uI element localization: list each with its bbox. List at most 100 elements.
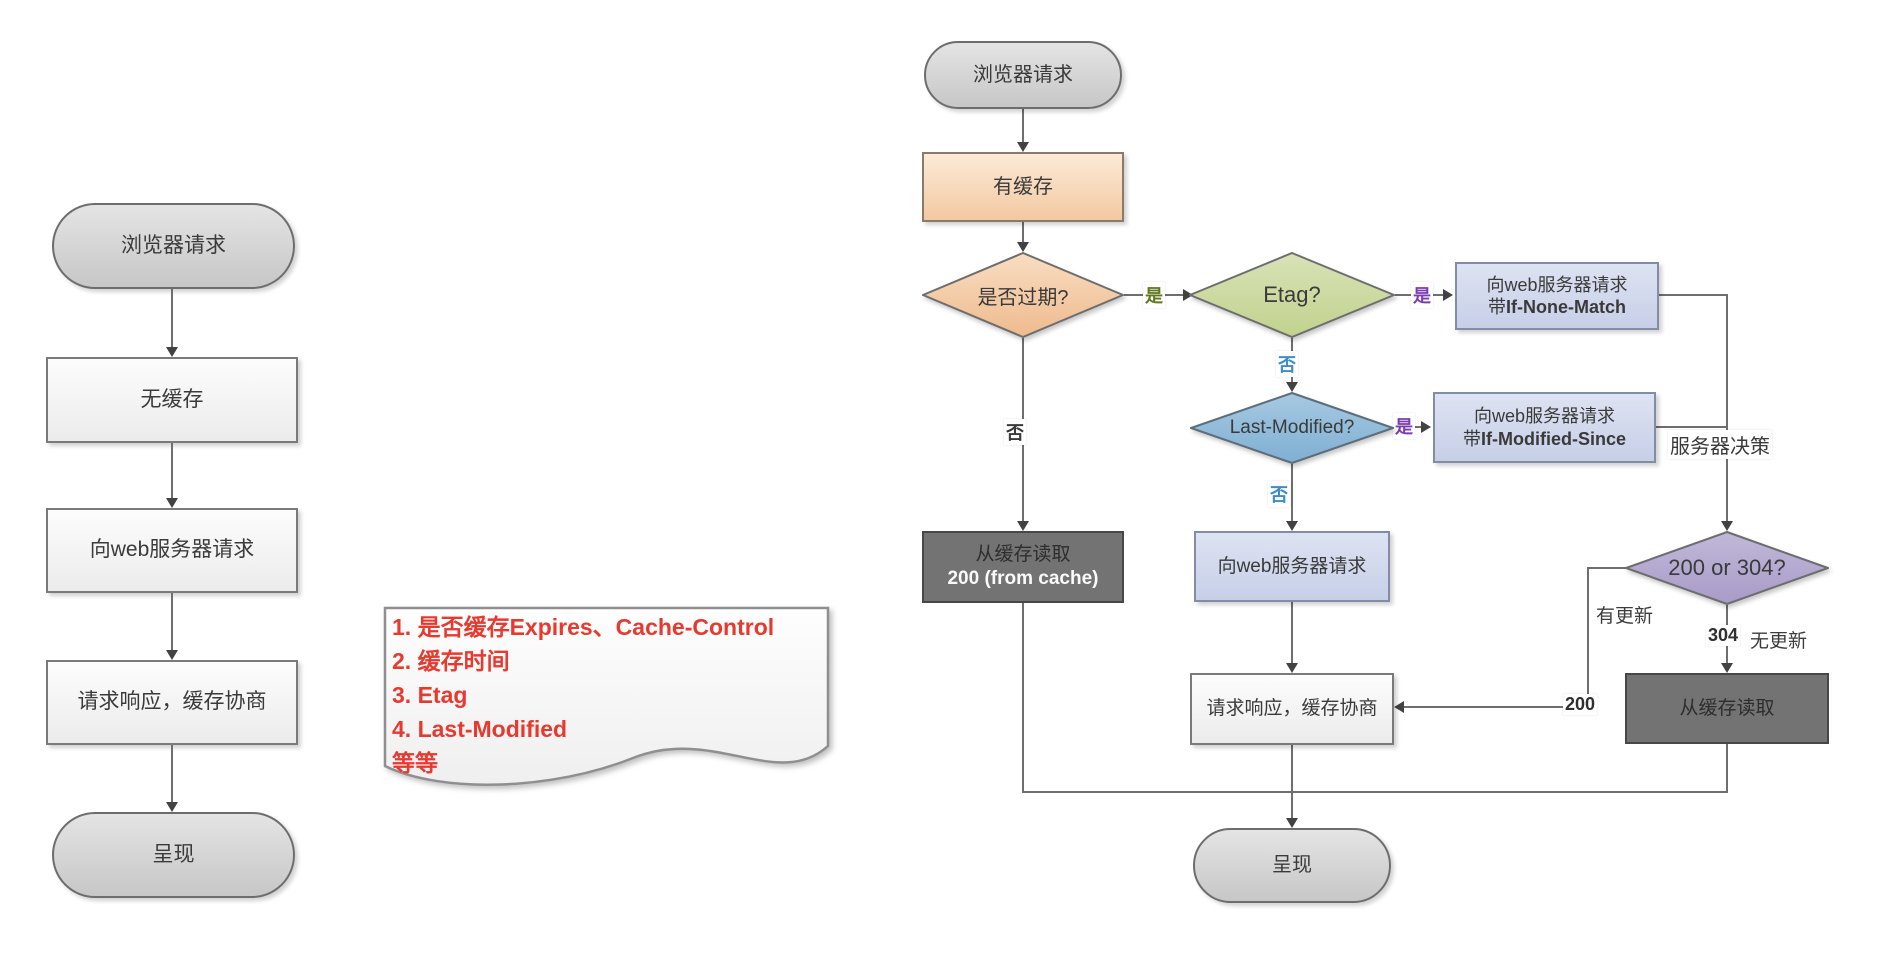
label-no-3: 否 bbox=[1268, 481, 1290, 507]
diamond-shape bbox=[922, 252, 1124, 338]
left-start-label: 浏览器请求 bbox=[121, 233, 226, 257]
label-yes-1: 是 bbox=[1143, 282, 1165, 308]
arrowhead bbox=[1286, 818, 1298, 828]
has-cache-process: 有缓存 bbox=[922, 152, 1124, 222]
etag-decision: Etag? bbox=[1189, 252, 1395, 338]
arrowhead bbox=[166, 802, 178, 812]
arrowhead bbox=[1286, 382, 1298, 392]
note-line-3: 3. Etag bbox=[392, 682, 468, 708]
arrowhead bbox=[1721, 521, 1733, 531]
left-start-terminator: 浏览器请求 bbox=[52, 203, 295, 289]
edge-server-decision bbox=[1726, 294, 1728, 521]
if-none-match-line2: 带If-None-Match bbox=[1488, 296, 1626, 319]
edge-segment bbox=[1022, 603, 1024, 792]
edge-segment bbox=[1726, 744, 1728, 793]
label-no-2: 否 bbox=[1276, 351, 1298, 377]
response-label: 请求响应，缓存协商 bbox=[1206, 698, 1378, 720]
left-request-server-label: 向web服务器请求 bbox=[89, 538, 255, 562]
note-document-shape bbox=[383, 606, 830, 786]
edge-200-has-update bbox=[1404, 706, 1589, 708]
note-line-2: 2. 缓存时间 bbox=[392, 648, 510, 674]
arrowhead bbox=[1286, 663, 1298, 673]
read-from-cache-label: 从缓存读取 bbox=[1679, 697, 1775, 719]
right-start-label: 浏览器请求 bbox=[973, 63, 1073, 86]
etag-label: Etag? bbox=[1263, 282, 1321, 307]
request-server-process: 向web服务器请求 bbox=[1194, 531, 1390, 602]
if-modified-since-process: 向web服务器请求 带If-Modified-Since bbox=[1433, 392, 1656, 463]
label-no-update: 无更新 bbox=[1750, 631, 1808, 652]
if-none-match-line1: 向web服务器请求 bbox=[1486, 274, 1628, 295]
if-modified-since-value: If-Modified-Since bbox=[1481, 428, 1626, 449]
label-code-304: 304 bbox=[1706, 625, 1741, 646]
request-server-label: 向web服务器请求 bbox=[1217, 555, 1367, 577]
arrowhead bbox=[166, 347, 178, 357]
arrowhead bbox=[1017, 142, 1029, 152]
has-cache-label: 有缓存 bbox=[993, 175, 1053, 198]
response-process: 请求响应，缓存协商 bbox=[1190, 673, 1394, 745]
left-response-label: 请求响应，缓存协商 bbox=[77, 690, 267, 714]
label-has-update: 有更新 bbox=[1596, 606, 1654, 627]
if-none-match-process: 向web服务器请求 带If-None-Match bbox=[1455, 262, 1659, 330]
edge-segment bbox=[1291, 602, 1293, 663]
right-render-label: 呈现 bbox=[1272, 854, 1312, 876]
edge-segment bbox=[171, 443, 173, 498]
right-render-terminator: 呈现 bbox=[1193, 828, 1391, 903]
diamond-shape bbox=[1189, 252, 1395, 338]
label-code-200: 200 bbox=[1563, 694, 1598, 715]
arrowhead bbox=[1017, 242, 1029, 252]
note-text-block: 1. 是否缓存Expires、Cache-Control 2. 缓存时间 3. … bbox=[392, 610, 828, 780]
status-code-decision: 200 or 304? bbox=[1625, 531, 1829, 605]
arrowhead bbox=[166, 498, 178, 508]
note-line-5: 等等 bbox=[392, 750, 438, 776]
if-modified-since-line1: 向web服务器请求 bbox=[1473, 406, 1616, 426]
arrowhead bbox=[166, 650, 178, 660]
left-render-label: 呈现 bbox=[152, 842, 195, 866]
edge-segment bbox=[1659, 294, 1728, 296]
from-cache-200-process: 从缓存读取 200 (from cache) bbox=[922, 531, 1124, 603]
arrowhead bbox=[1183, 289, 1193, 301]
right-start-terminator: 浏览器请求 bbox=[924, 41, 1122, 109]
arrowhead bbox=[1421, 421, 1431, 433]
edge-segment bbox=[1022, 109, 1024, 142]
arrowhead bbox=[1443, 289, 1453, 301]
left-response-process: 请求响应，缓存协商 bbox=[46, 660, 298, 745]
expired-label: 是否过期? bbox=[977, 286, 1069, 309]
if-modified-since-prefix: 带 bbox=[1463, 428, 1481, 449]
label-yes-3: 是 bbox=[1393, 413, 1415, 439]
last-modified-label: Last-Modified? bbox=[1229, 417, 1355, 438]
if-modified-since-line2: 带If-Modified-Since bbox=[1463, 428, 1626, 451]
edge-no-to-request bbox=[1291, 464, 1293, 521]
edge-segment bbox=[1022, 222, 1024, 242]
edge-merge-to-render bbox=[1022, 791, 1728, 793]
from-cache-line2: 200 (from cache) bbox=[947, 568, 1099, 589]
if-none-match-prefix: 带 bbox=[1488, 297, 1506, 317]
arrowhead bbox=[1721, 663, 1733, 673]
from-cache-line1: 从缓存读取 bbox=[975, 544, 1071, 566]
last-modified-decision: Last-Modified? bbox=[1190, 392, 1394, 464]
label-yes-2: 是 bbox=[1411, 282, 1433, 308]
edge-segment bbox=[171, 745, 173, 802]
note-line-1: 1. 是否缓存Expires、Cache-Control bbox=[392, 614, 775, 640]
expired-decision: 是否过期? bbox=[922, 252, 1124, 338]
status-code-label: 200 or 304? bbox=[1668, 555, 1786, 580]
arrowhead bbox=[1017, 521, 1029, 531]
if-none-match-value: If-None-Match bbox=[1506, 297, 1626, 317]
left-render-terminator: 呈现 bbox=[52, 812, 295, 898]
edge-200-has-update bbox=[1587, 567, 1589, 707]
read-from-cache-process: 从缓存读取 bbox=[1625, 673, 1829, 744]
arrowhead bbox=[1286, 521, 1298, 531]
diamond-shape bbox=[1625, 531, 1829, 605]
label-server-decision: 服务器决策 bbox=[1668, 430, 1772, 459]
edge-segment bbox=[1291, 745, 1293, 818]
left-no-cache-label: 无缓存 bbox=[140, 387, 204, 411]
left-request-server-process: 向web服务器请求 bbox=[46, 508, 298, 593]
left-no-cache-process: 无缓存 bbox=[46, 357, 298, 443]
edge-segment bbox=[171, 289, 173, 347]
arrowhead bbox=[1394, 701, 1404, 713]
diamond-shape bbox=[1190, 392, 1394, 464]
label-no-1: 否 bbox=[1004, 419, 1026, 445]
note-line-4: 4. Last-Modified bbox=[392, 716, 568, 742]
edge-200-has-update bbox=[1589, 567, 1627, 569]
edge-segment bbox=[171, 593, 173, 650]
